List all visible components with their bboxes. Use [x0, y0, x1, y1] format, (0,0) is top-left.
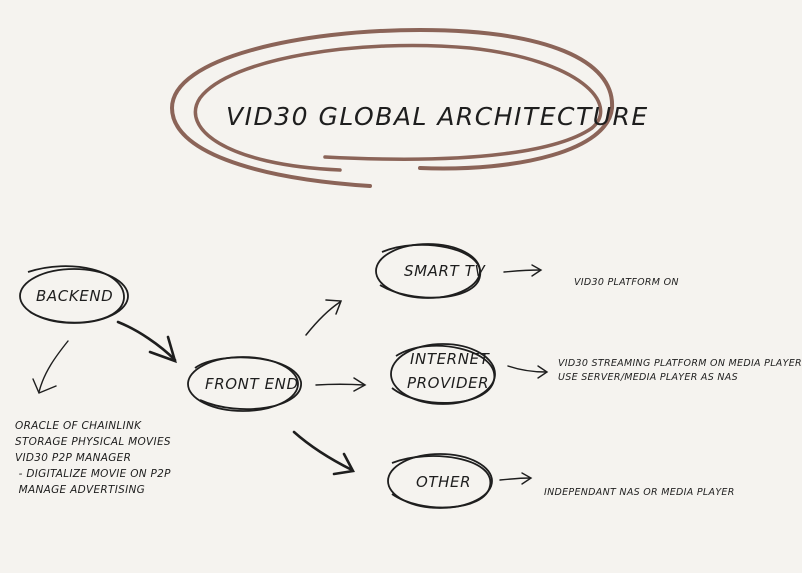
internet-provider-ellipse — [390, 343, 496, 405]
arrow-internet-provider-to-note — [507, 365, 549, 379]
diagram-title: VID30 GLOBAL ARCHITECTURE — [226, 102, 649, 131]
front-end-ellipse — [187, 356, 302, 412]
backend-list: ORACLE OF CHAINLINK STORAGE PHYSICAL MOV… — [15, 418, 171, 498]
smart-tv-node-label: SMART TV — [404, 262, 486, 280]
diagram-canvas — [19, 27, 615, 509]
smart-tv-ellipse — [375, 243, 481, 299]
arrow-smart-tv-to-note — [503, 264, 543, 277]
arrow-backend-to-front-end — [116, 320, 177, 364]
arrow-other-to-note — [499, 472, 533, 485]
other-note: INDEPENDANT NAS OR MEDIA PLAYER — [544, 487, 735, 498]
list-item: MANAGE ADVERTISING — [15, 484, 146, 496]
other-node-label: OTHER — [416, 473, 472, 491]
list-item: VID30 P2P MANAGER — [15, 452, 132, 464]
arrow-front-end-to-smart-tv — [305, 299, 343, 336]
list-item: - DIGITALIZE MOVIE ON P2P — [15, 468, 171, 480]
smart-tv-note: VID30 PLATFORM ON — [574, 277, 679, 288]
other-ellipse — [387, 453, 493, 509]
front-end-node-label: FRONT END — [205, 375, 299, 393]
arrow-front-end-to-other — [292, 430, 356, 476]
internet-provider-node-label-line1: INTERNET — [410, 350, 490, 368]
internet-provider-note-line1: VID30 STREAMING PLATFORM ON MEDIA PLAYER — [558, 358, 802, 369]
arrow-front-end-to-internet-provider — [315, 377, 367, 392]
title-ellipse — [169, 27, 615, 188]
list-item: STORAGE PHYSICAL MOVIES — [15, 436, 171, 448]
internet-provider-node-label-line2: PROVIDER — [407, 374, 490, 392]
backend-ellipse — [19, 265, 129, 324]
backend-node-label: BACKEND — [36, 287, 114, 305]
arrow-backend-to-list — [32, 340, 69, 394]
internet-provider-note-line2: USE SERVER/MEDIA PLAYER AS NAS — [558, 372, 738, 383]
list-item: ORACLE OF CHAINLINK — [15, 420, 142, 432]
